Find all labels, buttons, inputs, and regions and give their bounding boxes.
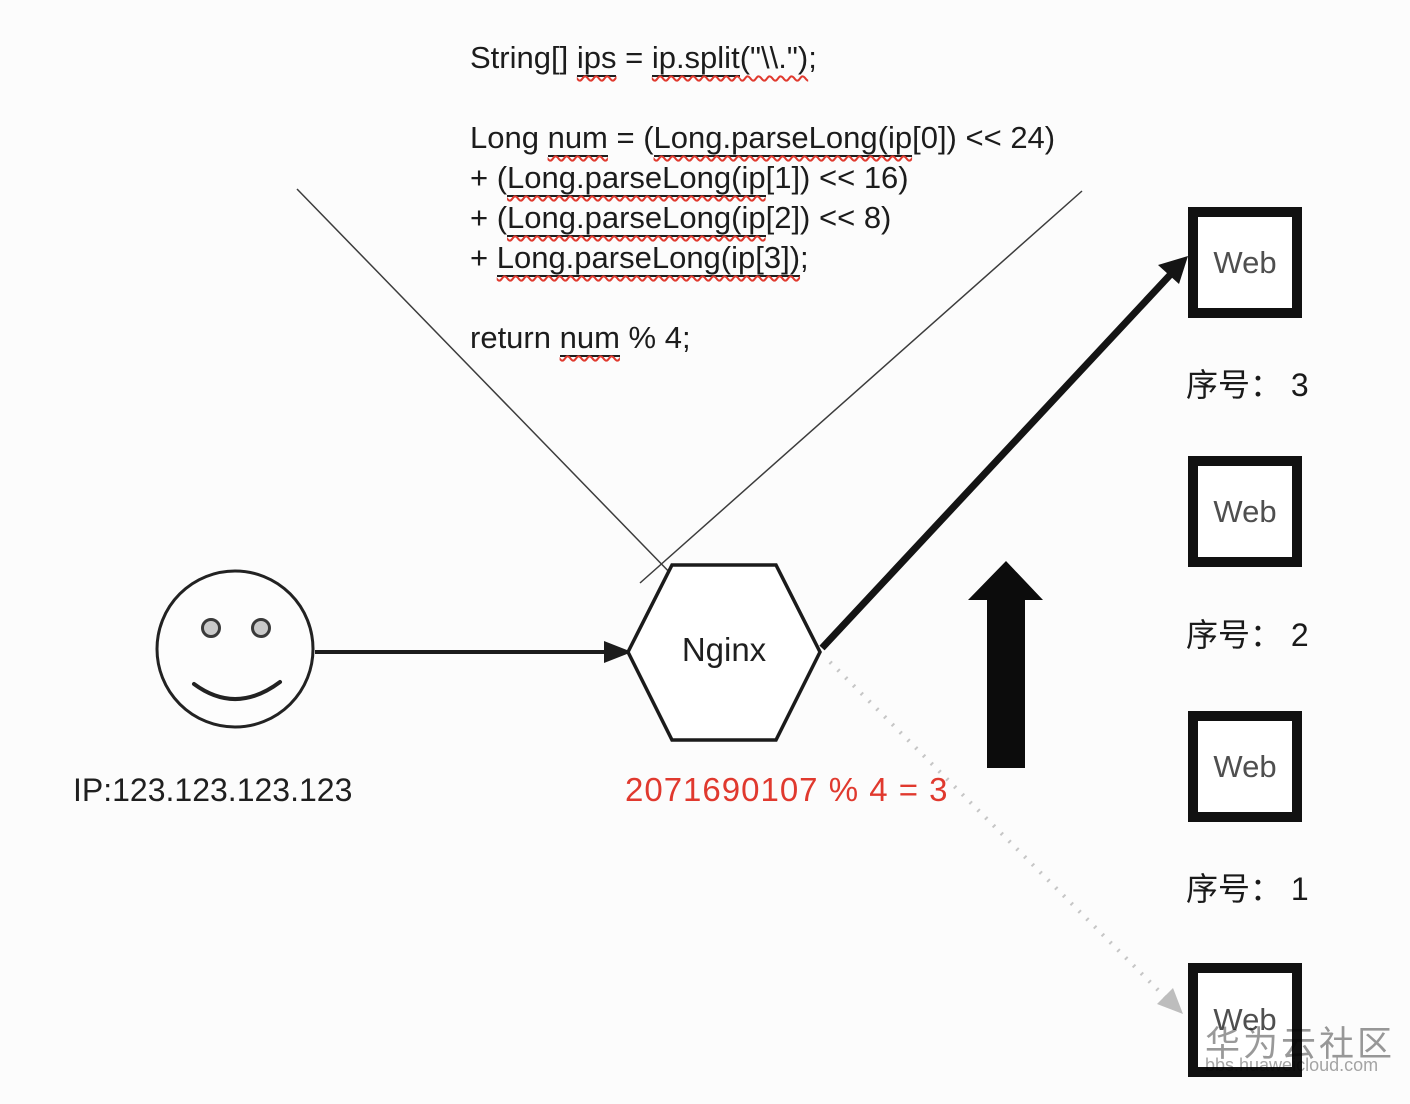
code-block: String[] ips = ip.split("\\."); Long num… — [470, 38, 1055, 358]
seq-label-3: 序号： 3 — [1186, 367, 1309, 403]
web-box-3: Web — [1188, 207, 1302, 318]
client-to-nginx-arrow — [315, 641, 632, 663]
code-line: + (Long.parseLong(ip[2]) << 8) — [470, 200, 892, 237]
web-box-label: Web — [1213, 1002, 1277, 1037]
web-box-1: Web — [1188, 711, 1302, 822]
code-line: + Long.parseLong(ip[3]); — [470, 240, 809, 277]
smiley-right-eye — [251, 618, 271, 638]
web-box-label: Web — [1213, 493, 1277, 529]
callout-line-left — [296, 188, 678, 581]
watermark-url: bbs.huaweicloud.com — [1205, 1055, 1379, 1075]
seq-label-1: 序号： 1 — [1186, 871, 1309, 907]
nginx-hexagon — [626, 563, 822, 742]
web-box-label: Web — [1213, 748, 1277, 784]
seq-label-2: 序号： 2 — [1186, 617, 1309, 653]
code-line: Long num = (Long.parseLong(ip[0]) << 24) — [470, 120, 1056, 157]
web-box-2: Web — [1188, 456, 1302, 567]
smiley-face-icon — [155, 569, 315, 729]
dotted-arrow — [828, 660, 1183, 1014]
code-line — [470, 78, 1055, 118]
smiley-left-eye — [201, 618, 221, 638]
code-line: + (Long.parseLong(ip[1]) << 16) — [470, 160, 909, 197]
nginx-label: Nginx — [681, 631, 767, 668]
route-arrow — [819, 256, 1188, 651]
client-ip-label: IP:123.123.123.123 — [73, 772, 353, 808]
watermark-title: 华为云社区 — [1205, 1025, 1396, 1064]
code-line: return num % 4; — [470, 320, 691, 357]
hash-formula: 2071690107 % 4 = 3 — [625, 771, 949, 808]
up-arrow-icon — [968, 561, 1043, 768]
code-line — [470, 278, 1055, 318]
web-box-0: Web — [1188, 963, 1302, 1077]
web-box-label: Web — [1213, 244, 1277, 280]
code-line: String[] ips = ip.split("\\."); — [470, 40, 817, 77]
smiley-mouth — [192, 680, 282, 701]
callout-line-right — [639, 190, 1083, 584]
